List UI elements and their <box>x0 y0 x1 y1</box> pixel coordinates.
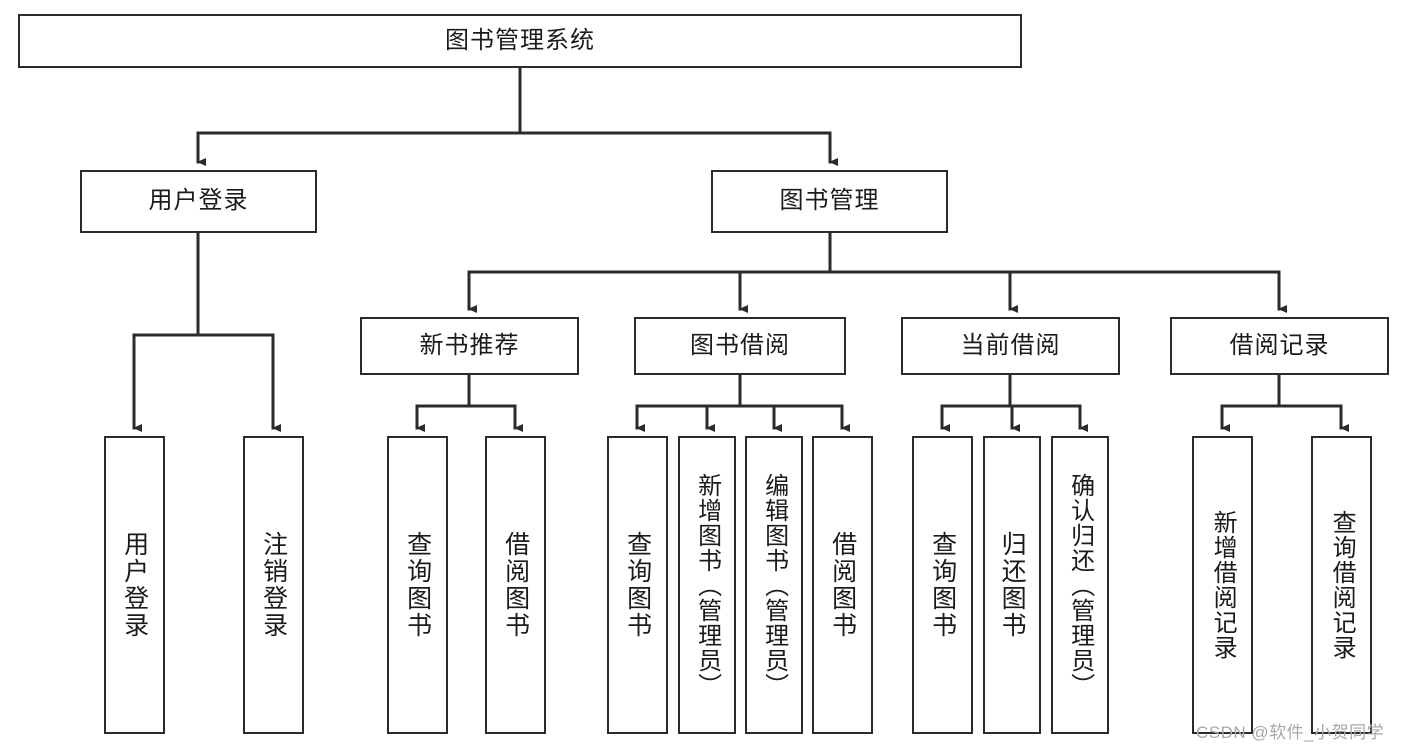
node-leaf-borrow-book-1-label: 借阅图书 <box>501 531 530 639</box>
node-leaf-borrow-book-2-label: 借阅图书 <box>828 531 857 639</box>
node-current-borrow[interactable]: 当前借阅 <box>901 317 1120 375</box>
node-leaf-edit-book-admin[interactable]: 编辑图书（管理员） <box>745 436 803 734</box>
node-user-login[interactable]: 用户登录 <box>80 170 317 233</box>
node-borrow-record[interactable]: 借阅记录 <box>1170 317 1389 375</box>
csdn-watermark: CSDN @软件_小贺同学 <box>1196 723 1385 742</box>
node-leaf-query-book-2[interactable]: 查询图书 <box>607 436 668 734</box>
node-borrow-record-label: 借阅记录 <box>1229 331 1330 359</box>
node-book-manage-label: 图书管理 <box>779 187 880 215</box>
node-leaf-logout-label: 注销登录 <box>259 531 288 639</box>
node-leaf-query-borrow-record[interactable]: 查询借阅记录 <box>1311 436 1372 734</box>
node-leaf-add-book-admin[interactable]: 新增图书（管理员） <box>678 436 736 734</box>
node-current-borrow-label: 当前借阅 <box>960 331 1061 359</box>
node-leaf-query-borrow-record-label: 查询借阅记录 <box>1328 510 1356 660</box>
node-leaf-query-book-2-label: 查询图书 <box>623 531 652 639</box>
node-leaf-confirm-return-admin-label: 确认归还（管理员） <box>1066 472 1094 698</box>
node-leaf-add-book-admin-label: 新增图书（管理员） <box>693 472 721 698</box>
node-leaf-return-book-label: 归还图书 <box>998 531 1027 639</box>
node-leaf-query-book-3-label: 查询图书 <box>928 531 957 639</box>
node-leaf-query-book-1[interactable]: 查询图书 <box>387 436 448 734</box>
node-root[interactable]: 图书管理系统 <box>18 14 1022 68</box>
node-book-borrow-label: 图书借阅 <box>690 331 790 359</box>
node-leaf-return-book[interactable]: 归还图书 <box>983 436 1041 734</box>
node-leaf-borrow-book-1[interactable]: 借阅图书 <box>485 436 546 734</box>
node-leaf-edit-book-admin-label: 编辑图书（管理员） <box>760 472 788 698</box>
node-root-label: 图书管理系统 <box>445 26 595 54</box>
node-leaf-borrow-book-2[interactable]: 借阅图书 <box>812 436 873 734</box>
node-leaf-add-borrow-record-label: 新增借阅记录 <box>1209 510 1237 660</box>
node-new-book-recommend-label: 新书推荐 <box>419 331 520 359</box>
node-leaf-user-login-label: 用户登录 <box>120 531 149 639</box>
node-leaf-user-login[interactable]: 用户登录 <box>104 436 165 734</box>
node-leaf-query-book-3[interactable]: 查询图书 <box>912 436 973 734</box>
node-leaf-add-borrow-record[interactable]: 新增借阅记录 <box>1192 436 1253 734</box>
node-leaf-logout[interactable]: 注销登录 <box>243 436 304 734</box>
node-book-manage[interactable]: 图书管理 <box>711 170 948 233</box>
node-user-login-label: 用户登录 <box>148 187 249 215</box>
node-new-book-recommend[interactable]: 新书推荐 <box>360 317 579 375</box>
node-leaf-query-book-1-label: 查询图书 <box>403 531 432 639</box>
node-book-borrow[interactable]: 图书借阅 <box>634 317 846 375</box>
node-leaf-confirm-return-admin[interactable]: 确认归还（管理员） <box>1051 436 1109 734</box>
